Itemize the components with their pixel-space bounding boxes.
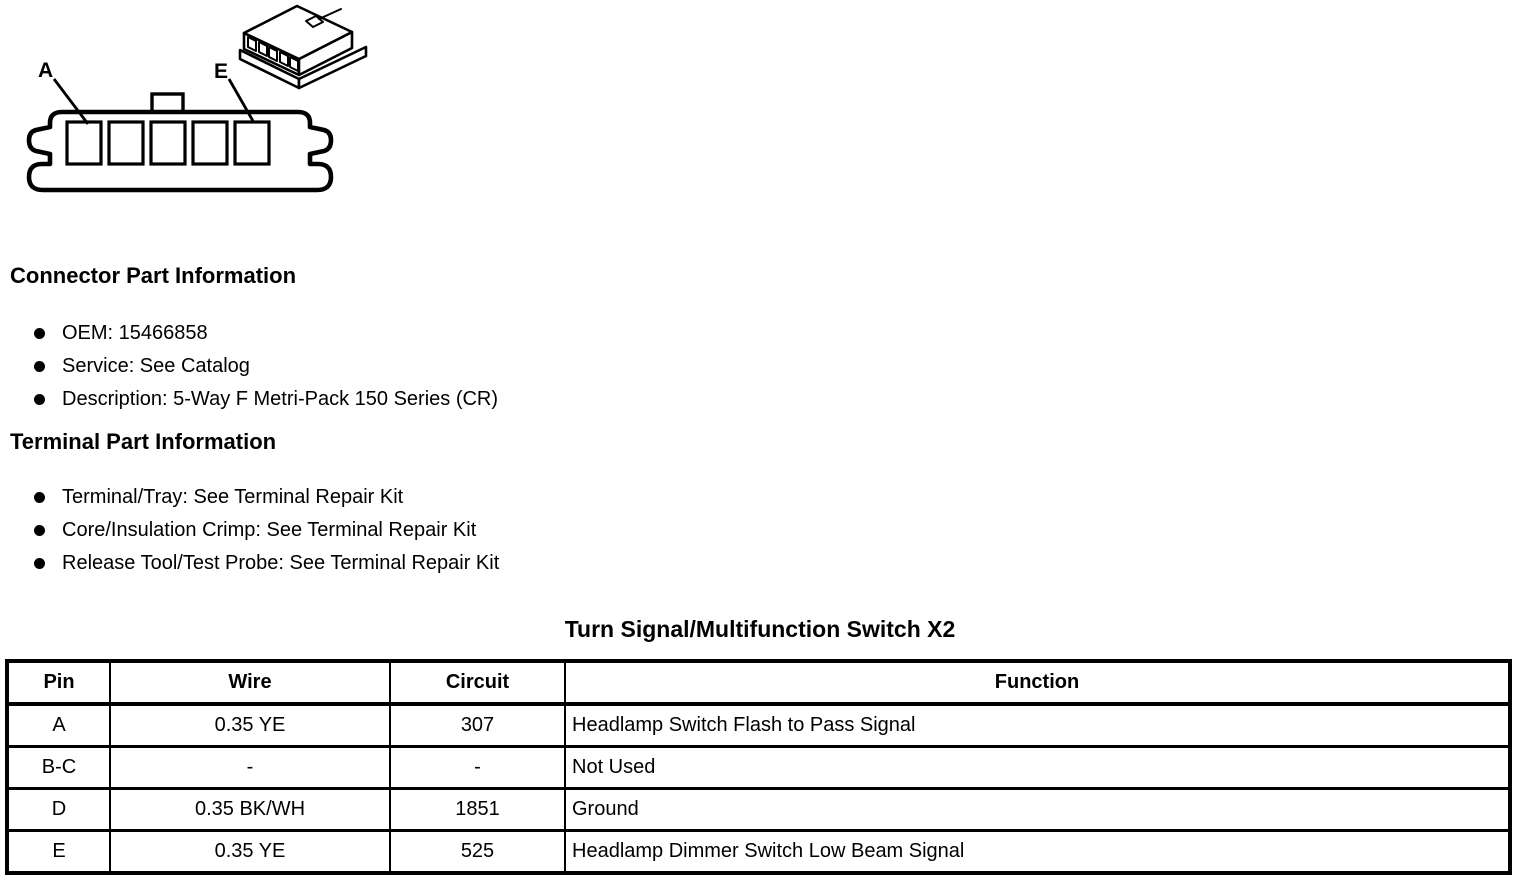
- cell-wire: -: [109, 745, 391, 790]
- bullet-icon: [34, 361, 45, 372]
- cell-circuit: 1851: [389, 787, 566, 832]
- pin-a-leader-line: [52, 78, 90, 125]
- list-item: Release Tool/Test Probe: See Terminal Re…: [10, 547, 499, 580]
- list-item: Description: 5-Way F Metri-Pack 150 Seri…: [10, 383, 498, 416]
- iso-cavity-slots: [247, 36, 299, 72]
- cell-circuit: -: [389, 745, 566, 790]
- connector-front-view-drawing: A E: [26, 59, 334, 193]
- cell-circuit: 307: [389, 702, 566, 748]
- cell-pin: B-C: [6, 745, 111, 790]
- cell-function: Headlamp Switch Flash to Pass Signal: [564, 702, 1511, 748]
- list-item-text: Description: 5-Way F Metri-Pack 150 Seri…: [62, 388, 499, 410]
- list-item: Terminal/Tray: See Terminal Repair Kit: [10, 481, 499, 514]
- cell-circuit: 525: [389, 829, 566, 875]
- pin-a-label: A: [38, 59, 53, 82]
- bullet-icon: [34, 394, 45, 405]
- list-item-text: Service: See Catalog: [62, 355, 250, 377]
- table-row: B-C--Not Used: [6, 745, 1511, 790]
- iso-top-face: [242, 4, 354, 61]
- iso-lock-tab: [305, 8, 342, 28]
- connector-diagram: A E: [26, 4, 368, 193]
- list-item: Service: See Catalog: [10, 350, 498, 383]
- pinout-table-title: Turn Signal/Multifunction Switch X2: [564, 616, 956, 642]
- cell-pin: A: [6, 702, 111, 748]
- bullet-icon: [34, 525, 45, 536]
- cell-function: Ground: [564, 787, 1511, 832]
- cell-pin: D: [6, 787, 111, 832]
- bullet-icon: [34, 328, 45, 339]
- list-item-text: Release Tool/Test Probe: See Terminal Re…: [62, 552, 500, 574]
- iso-skirt-right: [297, 45, 368, 90]
- pin-cavity: [107, 120, 145, 166]
- column-header-wire: Wire: [109, 659, 391, 706]
- pin-e-leader-line: [227, 78, 255, 122]
- column-header-pin: Pin: [6, 659, 111, 706]
- list-item-text: OEM: 15466858: [62, 322, 208, 344]
- pin-cavity: [233, 120, 271, 166]
- table-header-row: Pin Wire Circuit Function: [6, 659, 1511, 706]
- list-item-text: Terminal/Tray: See Terminal Repair Kit: [62, 486, 404, 508]
- list-item: Core/Insulation Crimp: See Terminal Repa…: [10, 514, 499, 547]
- pin-cavity: [65, 120, 103, 166]
- column-header-function: Function: [564, 659, 1511, 706]
- cell-wire: 0.35 YE: [109, 702, 391, 748]
- list-item-text: Core/Insulation Crimp: See Terminal Repa…: [62, 519, 477, 541]
- cell-pin: E: [6, 829, 111, 875]
- cell-wire: 0.35 YE: [109, 829, 391, 875]
- pin-cavity: [191, 120, 229, 166]
- cell-function: Headlamp Dimmer Switch Low Beam Signal: [564, 829, 1511, 875]
- bullet-icon: [34, 492, 45, 503]
- column-header-circuit: Circuit: [389, 659, 566, 706]
- pin-cavities: [65, 120, 271, 166]
- connector-part-info-heading: Connector Part Information: [10, 263, 297, 288]
- cell-wire: 0.35 BK/WH: [109, 787, 391, 832]
- pin-e-label: E: [214, 60, 228, 83]
- connector-isometric-drawing: [238, 4, 368, 90]
- pin-cavity: [149, 120, 187, 166]
- bullet-icon: [34, 558, 45, 569]
- connector-lock-tab: [150, 92, 185, 114]
- list-item: OEM: 15466858: [10, 317, 498, 350]
- terminal-part-info-heading: Terminal Part Information: [10, 429, 277, 454]
- cell-function: Not Used: [564, 745, 1511, 790]
